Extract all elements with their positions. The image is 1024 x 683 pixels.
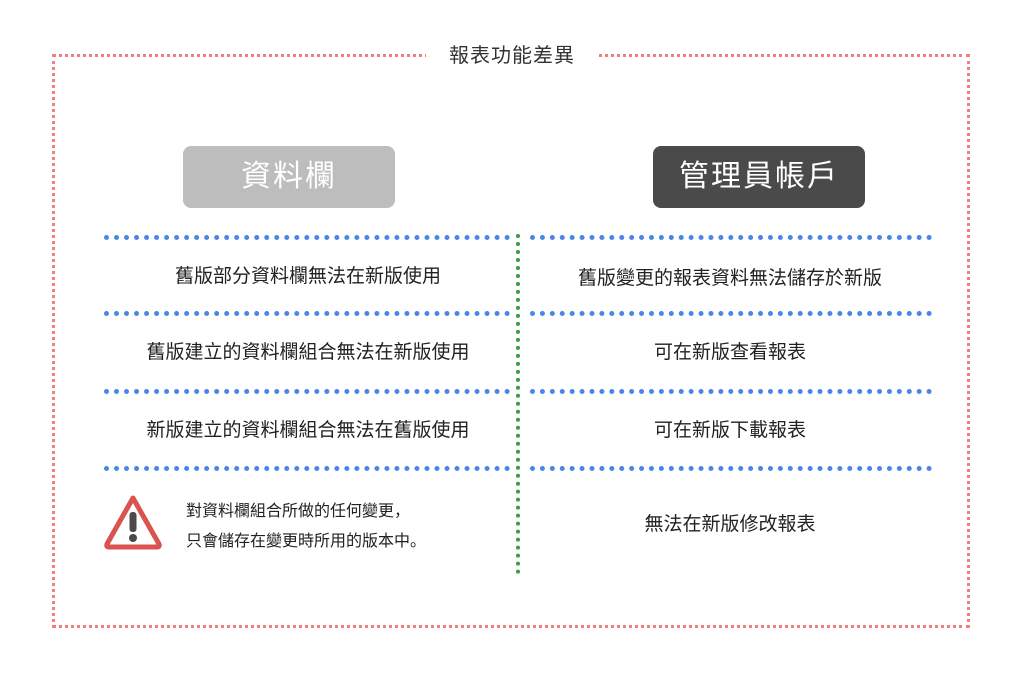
row-2-left-cell: 舊版建立的資料欄組合無法在新版使用 <box>146 341 470 363</box>
warning-note: 對資料欄組合所做的任何變更， 只會儲存在變更時所用的版本中。 <box>186 496 426 556</box>
column-header-admin-account: 管理員帳戶 <box>653 146 865 208</box>
row-divider <box>104 311 510 316</box>
row-divider <box>530 311 932 316</box>
row-divider <box>530 389 932 394</box>
warning-icon <box>104 495 162 550</box>
row-divider <box>530 466 932 471</box>
warning-note-line-2: 只會儲存在變更時所用的版本中。 <box>186 531 427 550</box>
row-1-left-cell: 舊版部分資料欄無法在新版使用 <box>174 265 441 287</box>
row-4-right-cell: 無法在新版修改報表 <box>644 513 816 535</box>
warning-note-line-1: 對資料欄組合所做的任何變更， <box>186 501 411 520</box>
row-1-right-cell: 舊版變更的報表資料無法儲存於新版 <box>577 267 882 289</box>
column-divider <box>516 234 520 574</box>
row-divider <box>104 235 510 240</box>
row-3-right-cell: 可在新版下載報表 <box>653 419 806 441</box>
column-header-fields: 資料欄 <box>183 146 395 208</box>
row-divider <box>104 389 510 394</box>
row-divider <box>530 235 932 240</box>
row-divider <box>104 466 510 471</box>
row-2-right-cell: 可在新版查看報表 <box>653 341 806 363</box>
row-3-left-cell: 新版建立的資料欄組合無法在舊版使用 <box>146 419 470 441</box>
diagram-title: 報表功能差異 <box>426 38 598 72</box>
